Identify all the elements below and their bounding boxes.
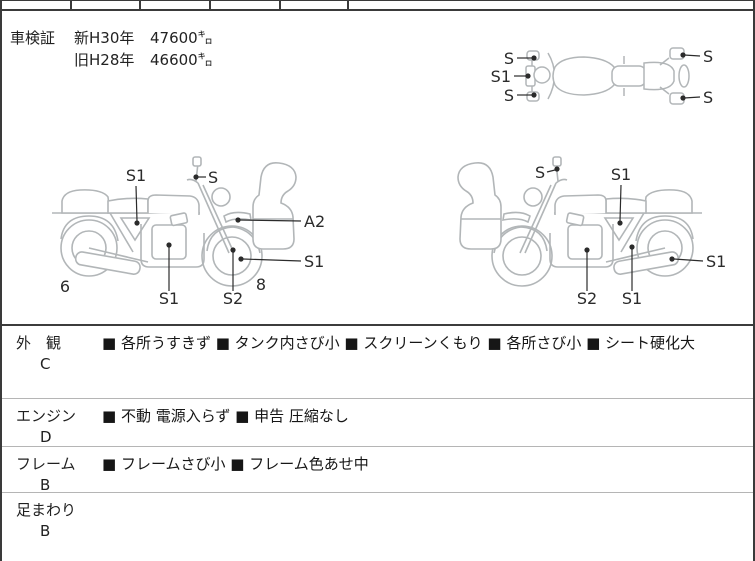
table-divider xyxy=(70,1,72,9)
odo-old: 46600㌔ xyxy=(150,51,213,69)
marker-label: S xyxy=(504,86,514,105)
grade-badge: B xyxy=(40,522,51,540)
marker-label: S1 xyxy=(491,67,511,86)
section-remarks xyxy=(102,493,753,561)
marker-label: S xyxy=(504,49,514,68)
grade-badge: B xyxy=(40,476,51,494)
top-view-markers: S S1 S S S xyxy=(491,47,714,107)
section-label-cell: エンジン D xyxy=(2,399,102,446)
grade-badge: D xyxy=(40,428,52,446)
section-name: フレーム xyxy=(16,455,76,473)
section-label-cell: 外 観 C xyxy=(2,326,102,398)
marker-label: S1 xyxy=(611,165,631,184)
marker-label: S1 xyxy=(706,252,726,271)
section-name: 外 観 xyxy=(16,334,62,352)
table-divider xyxy=(279,1,281,9)
shaken-odometer-block: 車検証 新H30年 47600㌔ 旧H28年 46600㌔ xyxy=(10,27,213,71)
shaken-label: 車検証 xyxy=(10,29,56,47)
section-row-engine: エンジン D ■ 不動 電源入らず ■ 申告 圧縮なし xyxy=(2,398,753,446)
section-row-undercarriage: 足まわり B xyxy=(2,492,753,561)
marker-label: S xyxy=(703,47,713,66)
grade-badge: C xyxy=(40,355,51,373)
section-remarks: ■ 不動 電源入らず ■ 申告 圧縮なし xyxy=(102,407,349,425)
diagram-section: 車検証 新H30年 47600㌔ 旧H28年 46600㌔ xyxy=(2,11,753,324)
marker-label: S xyxy=(208,168,218,187)
shaken-row-new: 新H30年 47600㌔ xyxy=(74,27,213,49)
marker-label: S1 xyxy=(159,289,179,308)
left-view-markers: S1 S A2 S1 S1 S2 6 8 xyxy=(60,166,325,308)
section-remarks: ■ 各所うすきず ■ タンク内さび小 ■ スクリーンくもり ■ 各所さび小 ■ … xyxy=(102,334,696,352)
shaken-row-old: 旧H28年 46600㌔ xyxy=(74,49,213,71)
table-divider xyxy=(209,1,211,9)
marker-label: S2 xyxy=(223,289,243,308)
condition-rows: 外 観 C ■ 各所うすきず ■ タンク内さび小 ■ スクリーンくもり ■ 各所… xyxy=(2,324,753,561)
clipped-table-row xyxy=(2,1,753,11)
shaken-readings: 新H30年 47600㌔ 旧H28年 46600㌔ xyxy=(74,27,213,71)
section-row-frame: フレーム B ■ フレームさび小 ■ フレーム色あせ中 xyxy=(2,446,753,494)
side-view-bike-right xyxy=(457,156,703,287)
marker-label: S1 xyxy=(126,166,146,185)
panel-number: 6 xyxy=(60,277,70,296)
section-remarks: ■ フレームさび小 ■ フレーム色あせ中 xyxy=(102,455,369,473)
section-name: エンジン xyxy=(16,407,77,425)
section-label-cell: フレーム B xyxy=(2,447,102,494)
era-new: 新H30年 xyxy=(74,29,135,47)
panel-number: 8 xyxy=(256,275,266,294)
table-divider xyxy=(139,1,141,9)
marker-label: S2 xyxy=(577,289,597,308)
table-divider xyxy=(347,1,349,9)
section-row-exterior: 外 観 C ■ 各所うすきず ■ タンク内さび小 ■ スクリーンくもり ■ 各所… xyxy=(2,324,753,398)
marker-label: A2 xyxy=(304,212,325,231)
odo-new: 47600㌔ xyxy=(150,29,213,47)
marker-label: S1 xyxy=(622,289,642,308)
era-old: 旧H28年 xyxy=(74,51,135,69)
section-label-cell: 足まわり B xyxy=(2,493,102,561)
top-view-bike xyxy=(525,47,690,105)
marker-label: S1 xyxy=(304,252,324,271)
right-view-markers: S S1 S1 S2 S1 xyxy=(535,163,726,308)
side-view-bike-left xyxy=(51,156,297,287)
marker-label: S xyxy=(703,88,713,107)
marker-label: S xyxy=(535,163,545,182)
section-name: 足まわり xyxy=(16,501,77,519)
